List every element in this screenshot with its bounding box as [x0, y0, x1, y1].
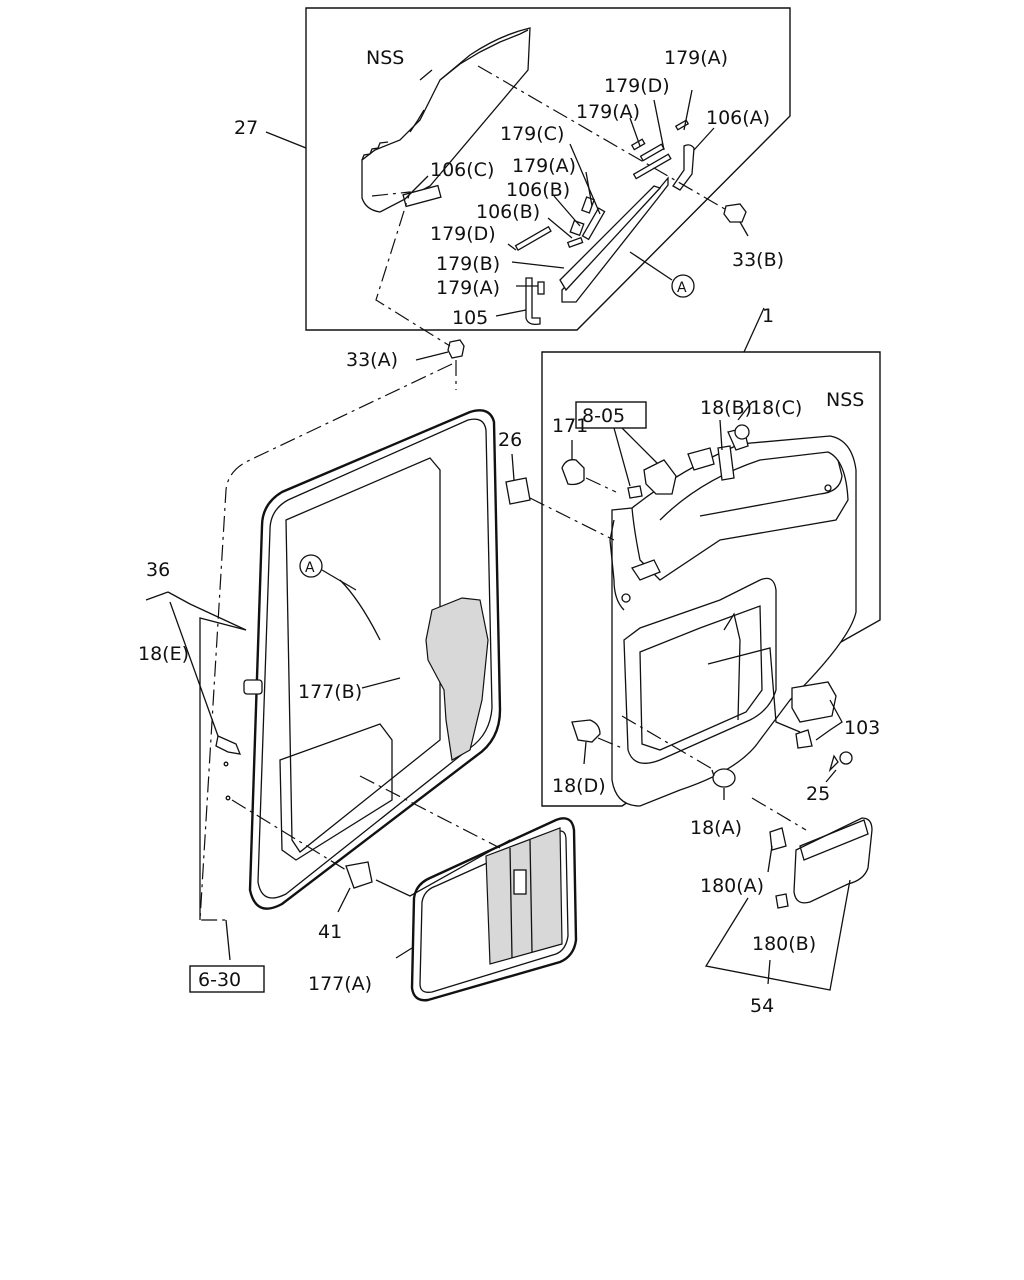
- label-nss-right: NSS: [826, 389, 864, 411]
- label-106b-1: 106(B): [506, 179, 570, 201]
- label-18c: 18(C): [750, 397, 802, 419]
- inset-weatherstrip-group: [265, 7, 791, 331]
- label-25: 25: [806, 783, 830, 805]
- label-177b: 177(B): [298, 681, 362, 703]
- label-105: 105: [452, 307, 488, 329]
- label-27: 27: [234, 117, 258, 139]
- label-41: 41: [318, 921, 342, 943]
- label-179c: 179(C): [500, 123, 564, 145]
- label-179a-1: 179(A): [664, 47, 728, 69]
- circle-markers: [671, 274, 695, 298]
- label-circle-a-top: A: [677, 280, 687, 296]
- label-33b: 33(B): [732, 249, 784, 271]
- label-180a: 180(A): [700, 875, 764, 897]
- label-ref-8-05: 8-05: [582, 405, 625, 427]
- label-106a: 106(A): [706, 107, 770, 129]
- label-18d: 18(D): [552, 775, 606, 797]
- label-177a: 177(A): [308, 973, 372, 995]
- armrest-54: [704, 797, 873, 991]
- part-labels: NSS 27 179(A) 179(D) 179(A) 106(A) 179(C…: [138, 47, 880, 1017]
- label-ref-6-30: 6-30: [198, 969, 241, 991]
- label-nss-top: NSS: [366, 47, 404, 69]
- label-18e: 18(E): [138, 643, 189, 665]
- label-18a: 18(A): [690, 817, 742, 839]
- label-1: 1: [762, 305, 774, 327]
- label-106b-2: 106(B): [476, 201, 540, 223]
- door-frame: [145, 363, 511, 961]
- label-26: 26: [498, 429, 522, 451]
- clip-33a: [371, 191, 465, 390]
- label-33a: 33(A): [346, 349, 398, 371]
- label-179a-3: 179(A): [512, 155, 576, 177]
- label-179d-1: 179(D): [604, 75, 670, 97]
- label-106c: 106(C): [430, 159, 494, 181]
- label-103: 103: [844, 717, 880, 739]
- label-18b: 18(B): [700, 397, 752, 419]
- label-36: 36: [146, 559, 170, 581]
- label-171: 171: [552, 415, 588, 437]
- label-54: 54: [750, 995, 774, 1017]
- label-179a-4: 179(A): [436, 277, 500, 299]
- label-179a-2: 179(A): [576, 101, 640, 123]
- label-circle-a-door: A: [305, 560, 315, 576]
- trim-panel-group: [505, 307, 881, 807]
- label-180b: 180(B): [752, 933, 816, 955]
- ref-box-6-30: [189, 965, 265, 993]
- window-seal-177a: [359, 775, 578, 1002]
- label-179d-2: 179(D): [430, 223, 496, 245]
- label-179b: 179(B): [436, 253, 500, 275]
